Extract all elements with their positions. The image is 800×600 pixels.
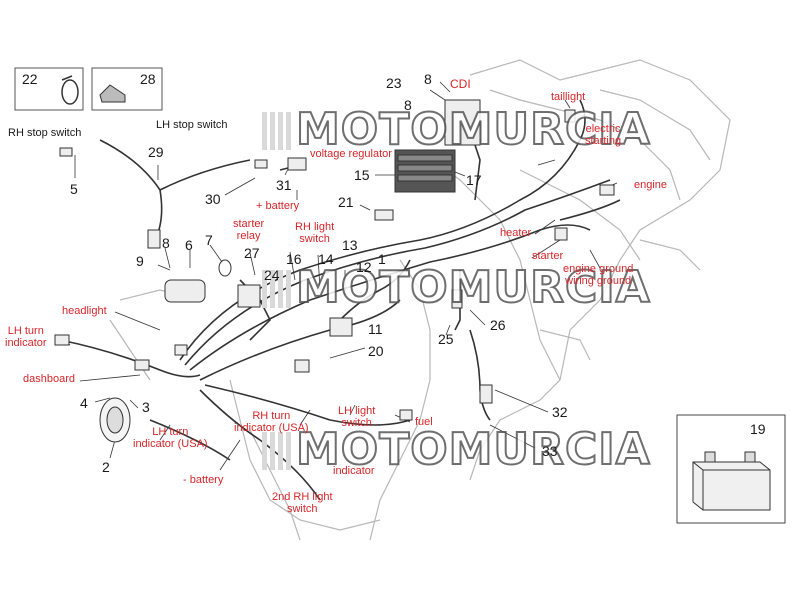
watermark-text: MOTOMURCIA <box>295 103 651 156</box>
part-number: 5 <box>70 181 78 197</box>
label-headlight: headlight <box>62 305 107 317</box>
label-plus-battery: + battery <box>256 200 300 212</box>
label-engine: engine <box>634 179 668 191</box>
part-number: 8 <box>424 71 432 87</box>
part-number: 22 <box>22 71 38 87</box>
part-number: 6 <box>185 237 193 253</box>
battery-icon <box>692 451 771 511</box>
label-heater: heater <box>500 227 532 239</box>
part-number: 19 <box>750 421 766 437</box>
part-number: 15 <box>354 167 370 183</box>
cdi-part <box>444 99 481 146</box>
part-number: 30 <box>205 191 221 207</box>
label-lh-light-switch: LH light switch <box>338 405 376 429</box>
label-electric-starting: electric starting <box>585 123 622 147</box>
label-cdi: CDI <box>450 77 471 91</box>
part-number: 3 <box>142 399 150 415</box>
label-dashboard: dashboard <box>23 373 75 385</box>
part-number: 9 <box>136 253 144 269</box>
label-voltage-regulator: voltage regulator <box>310 148 392 160</box>
label-minus-battery: - battery <box>183 474 224 486</box>
watermark-bars <box>262 112 291 470</box>
part-number: 2 <box>102 459 110 475</box>
part-number: 7 <box>205 232 213 248</box>
part-number: 8 <box>162 235 170 251</box>
clamp-icon <box>61 75 79 105</box>
part-number: 11 <box>368 321 383 337</box>
part-number: 1 <box>378 251 386 267</box>
part-number: 27 <box>244 245 260 261</box>
label-rh-light-switch: RH light switch <box>295 221 335 245</box>
part-number: 13 <box>342 237 358 253</box>
label-rh-stop-switch: RH stop switch <box>8 127 82 139</box>
part-number: 16 <box>286 251 302 267</box>
part-box-28 <box>91 67 163 111</box>
label-indicator: indicator <box>333 465 375 477</box>
part-number: 4 <box>80 395 88 411</box>
label-second-rh-light-switch: 2nd RH light switch <box>272 491 333 515</box>
label-engine-ground: engine ground wiring ground <box>563 263 634 287</box>
frame-outline <box>109 59 731 541</box>
watermark-text: MOTOMURCIA <box>295 423 651 476</box>
part-number: 25 <box>438 331 454 347</box>
part-number: 29 <box>148 144 164 160</box>
part-number: 21 <box>338 194 354 210</box>
part-number: 8 <box>404 97 412 113</box>
label-rh-turn-usa: RH turn indicator (USA) <box>234 410 309 434</box>
components <box>54 99 615 443</box>
part-number: 24 <box>264 267 280 283</box>
clip-icon <box>99 84 126 103</box>
watermark-text: MOTOMURCIA <box>295 261 651 314</box>
part-number: 23 <box>386 75 402 91</box>
label-lh-turn-indicator: LH turn indicator <box>5 325 47 349</box>
part-number: 32 <box>552 404 568 420</box>
label-starter-relay: starter relay <box>233 218 265 242</box>
part-number: 28 <box>140 71 156 87</box>
label-lh-stop-switch: LH stop switch <box>156 119 228 131</box>
label-lh-turn-usa: LH turn indicator (USA) <box>133 426 208 450</box>
part-number: 17 <box>466 172 482 188</box>
part-number: 26 <box>490 317 506 333</box>
part-number: 14 <box>318 251 334 267</box>
part-number: 31 <box>276 177 292 193</box>
label-starter: starter <box>532 250 564 262</box>
part-number: 33 <box>542 443 558 459</box>
part-number: 12 <box>356 259 372 275</box>
part-number: 20 <box>368 343 384 359</box>
label-taillight: taillight <box>551 91 586 103</box>
label-fuel: fuel <box>415 416 433 428</box>
